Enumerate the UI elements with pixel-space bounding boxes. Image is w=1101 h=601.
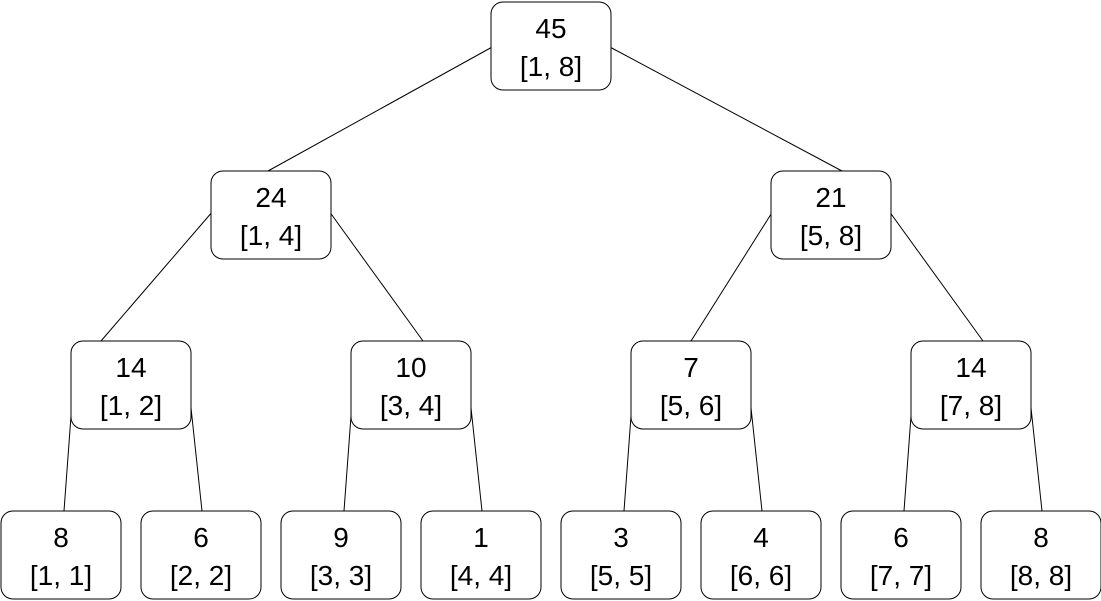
tree-node-range: [5, 5] (590, 560, 652, 591)
tree-node-box (910, 340, 1032, 430)
tree-node-value: 6 (893, 522, 909, 553)
tree-node: 4 [6, 6] (700, 510, 822, 600)
tree-node-box (0, 510, 122, 600)
tree-node-value: 4 (753, 522, 769, 553)
tree-node: 21 [5, 8] (770, 170, 892, 260)
tree-node-range: [1, 1] (30, 560, 92, 591)
tree-node: 7 [5, 6] (630, 340, 752, 430)
tree-node: 3 [5, 5] (560, 510, 682, 600)
tree-edges (63, 45, 1043, 512)
tree-node: 8 [1, 1] (0, 510, 122, 600)
tree-node-range: [3, 4] (380, 390, 442, 421)
tree-node-value: 24 (255, 182, 286, 213)
tree-node: 9 [3, 3] (280, 510, 402, 600)
tree-node: 24 [1, 4] (210, 170, 332, 260)
tree-node-box (350, 340, 472, 430)
tree-node-value: 21 (815, 182, 846, 213)
tree-node-value: 8 (1033, 522, 1049, 553)
tree-node-range: [2, 2] (170, 560, 232, 591)
tree-node-range: [3, 3] (310, 560, 372, 591)
tree-node: 6 [2, 2] (140, 510, 262, 600)
tree-node: 8 [8, 8] (980, 510, 1101, 600)
tree-node: 14 [1, 2] (70, 340, 192, 430)
tree-node-range: [5, 6] (660, 390, 722, 421)
tree-node-box (70, 340, 192, 430)
tree-edge (100, 210, 214, 342)
tree-edge (888, 210, 984, 342)
tree-node-range: [1, 4] (240, 220, 302, 251)
tree-node-box (140, 510, 262, 600)
tree-node-range: [1, 2] (100, 390, 162, 421)
tree-node: 10 [3, 4] (350, 340, 472, 430)
tree-node-value: 8 (53, 522, 69, 553)
tree-node-box (210, 170, 332, 260)
tree-node-box (700, 510, 822, 600)
tree-edge (607, 45, 843, 172)
tree-node-value: 3 (613, 522, 629, 553)
tree-node-value: 6 (193, 522, 209, 553)
tree-node-value: 14 (955, 352, 986, 383)
tree-node-value: 14 (115, 352, 146, 383)
tree-node-range: [5, 8] (800, 220, 862, 251)
tree-edge (267, 45, 495, 172)
tree-node-range: [1, 8] (520, 51, 582, 82)
tree-node-box (280, 510, 402, 600)
tree-node: 45 [1, 8] (490, 1, 612, 91)
tree-node-box (980, 510, 1101, 600)
tree-node-range: [4, 4] (450, 560, 512, 591)
tree-node-value: 1 (473, 522, 489, 553)
tree-node-box (840, 510, 962, 600)
tree-node: 6 [7, 7] (840, 510, 962, 600)
tree-node-value: 45 (535, 13, 566, 44)
tree-node-range: [8, 8] (1010, 560, 1072, 591)
tree-edge (690, 210, 774, 342)
tree-node-box (560, 510, 682, 600)
tree-node-box (420, 510, 542, 600)
tree-node-range: [7, 8] (940, 390, 1002, 421)
tree-edge (328, 210, 424, 342)
tree-node-value: 10 (395, 352, 426, 383)
tree-node-box (630, 340, 752, 430)
tree-node-value: 7 (683, 352, 699, 383)
tree-node-box (490, 1, 612, 91)
tree-node-value: 9 (333, 522, 349, 553)
tree-node-box (770, 170, 892, 260)
tree-node: 14 [7, 8] (910, 340, 1032, 430)
tree-node-range: [7, 7] (870, 560, 932, 591)
tree-node: 1 [4, 4] (420, 510, 542, 600)
tree-node-range: [6, 6] (730, 560, 792, 591)
